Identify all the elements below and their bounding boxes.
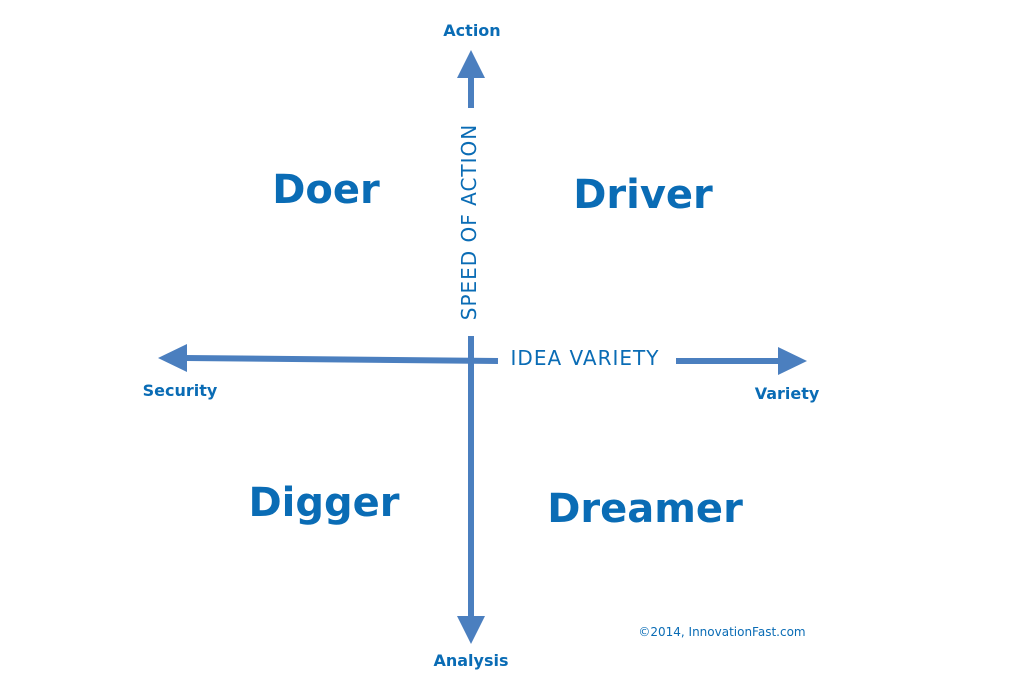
quadrant-top-left-label: Doer	[272, 167, 380, 213]
right-arrowhead	[778, 347, 807, 375]
down-arrowhead	[457, 616, 485, 644]
horizontal-axis-title: IDEA VARIETY	[511, 346, 660, 370]
quadrant-bottom-right-label: Dreamer	[547, 486, 743, 532]
top-axis-label: Action	[443, 21, 500, 40]
quadrant-bottom-left-label: Digger	[248, 480, 399, 526]
horizontal-axis-left-line	[184, 355, 499, 364]
quadrant-top-right-label: Driver	[573, 172, 713, 218]
copyright-notice: ©2014, InnovationFast.com	[638, 625, 805, 639]
up-arrowhead	[457, 50, 485, 78]
left-axis-label: Security	[143, 381, 218, 400]
bottom-axis-label: Analysis	[433, 651, 508, 670]
right-axis-label: Variety	[755, 384, 820, 403]
vertical-axis-title: SPEED OF ACTION	[457, 124, 481, 321]
left-arrowhead	[158, 344, 187, 372]
